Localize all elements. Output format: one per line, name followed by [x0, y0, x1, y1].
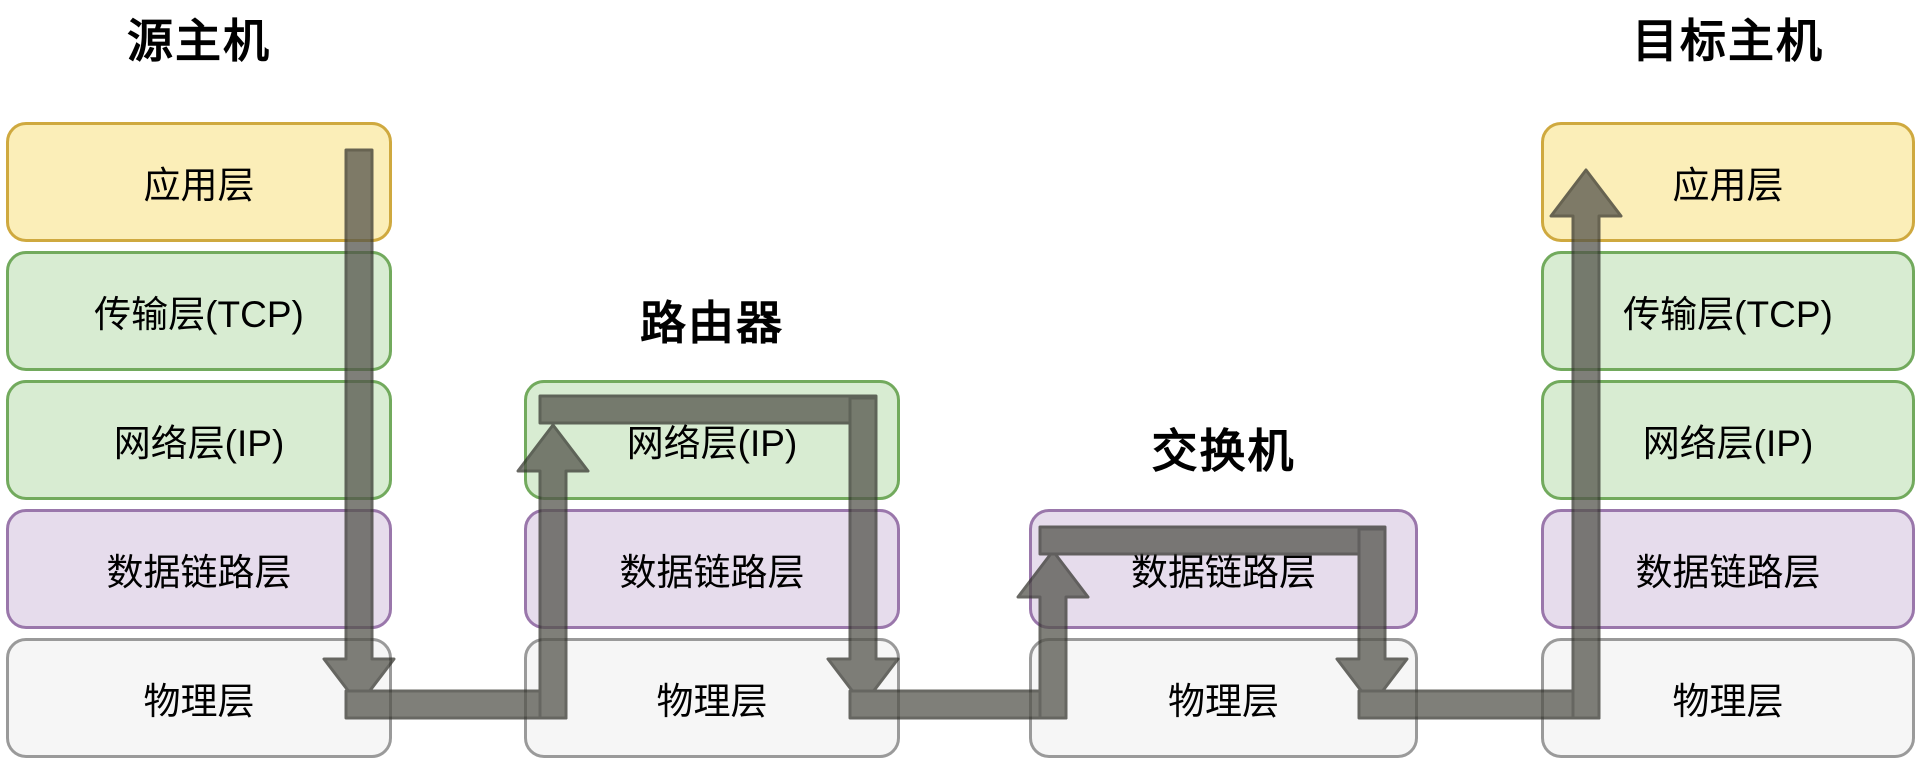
- layer-source-physical: 物理层: [6, 638, 392, 758]
- layer-source-network: 网络层(IP): [6, 380, 392, 500]
- layer-router-network: 网络层(IP): [524, 380, 900, 500]
- layer-target-datalink: 数据链路层: [1541, 509, 1915, 629]
- column-title-target-host: 目标主机: [1632, 15, 1824, 67]
- layer-target-transport: 传输层(TCP): [1541, 251, 1915, 371]
- layer-router-physical: 物理层: [524, 638, 900, 758]
- layer-target-application: 应用层: [1541, 122, 1915, 242]
- column-title-source-host: 源主机: [127, 15, 271, 67]
- layer-target-network: 网络层(IP): [1541, 380, 1915, 500]
- layer-source-application: 应用层: [6, 122, 392, 242]
- layer-router-datalink: 数据链路层: [524, 509, 900, 629]
- layer-source-datalink: 数据链路层: [6, 509, 392, 629]
- layer-target-physical: 物理层: [1541, 638, 1915, 758]
- column-title-switch: 交换机: [1151, 425, 1296, 477]
- column-title-router: 路由器: [640, 297, 784, 349]
- layer-switch-datalink: 数据链路层: [1029, 509, 1418, 629]
- layer-switch-physical: 物理层: [1029, 638, 1418, 758]
- layer-source-transport: 传输层(TCP): [6, 251, 392, 371]
